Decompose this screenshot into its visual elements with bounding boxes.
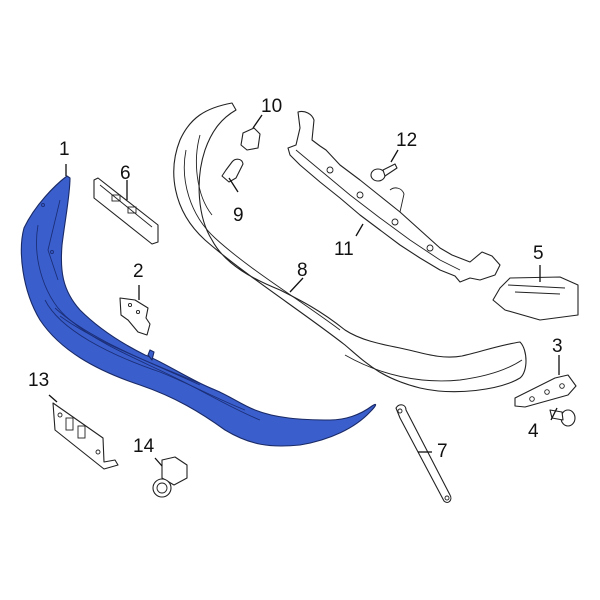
guide-plug-part <box>221 158 244 183</box>
callout-10: 10 <box>261 96 283 117</box>
callout-5: 5 <box>533 243 544 264</box>
callout-9: 9 <box>233 205 244 226</box>
side-bracket-part <box>514 374 577 408</box>
callout-13: 13 <box>28 370 50 391</box>
callout-14: 14 <box>133 436 155 457</box>
license-plate-bracket-part <box>52 402 119 470</box>
clip-fastener-part <box>549 409 576 427</box>
reinforcement-bar-part <box>287 110 501 283</box>
callout-12: 12 <box>396 130 418 151</box>
bumper-face-bar-part <box>173 102 527 393</box>
bumper-cover-lower-valance-part <box>20 175 377 447</box>
callout-4: 4 <box>528 421 539 442</box>
callout-11: 11 <box>334 239 354 260</box>
callout-6: 6 <box>120 163 131 184</box>
callout-8: 8 <box>297 260 308 281</box>
parking-sensor-part <box>152 456 188 498</box>
license-bracket-part <box>93 177 159 245</box>
bolt-part <box>370 163 398 182</box>
callout-3: 3 <box>552 336 563 357</box>
small-bracket-part <box>119 297 151 336</box>
support-strut-part <box>395 404 452 503</box>
callout-1: 1 <box>59 139 70 160</box>
callout-arrows <box>48 114 560 467</box>
callout-2: 2 <box>133 261 144 282</box>
callout-7: 7 <box>437 441 448 462</box>
end-cap-part <box>492 276 579 321</box>
cap-plug-part <box>240 127 261 151</box>
